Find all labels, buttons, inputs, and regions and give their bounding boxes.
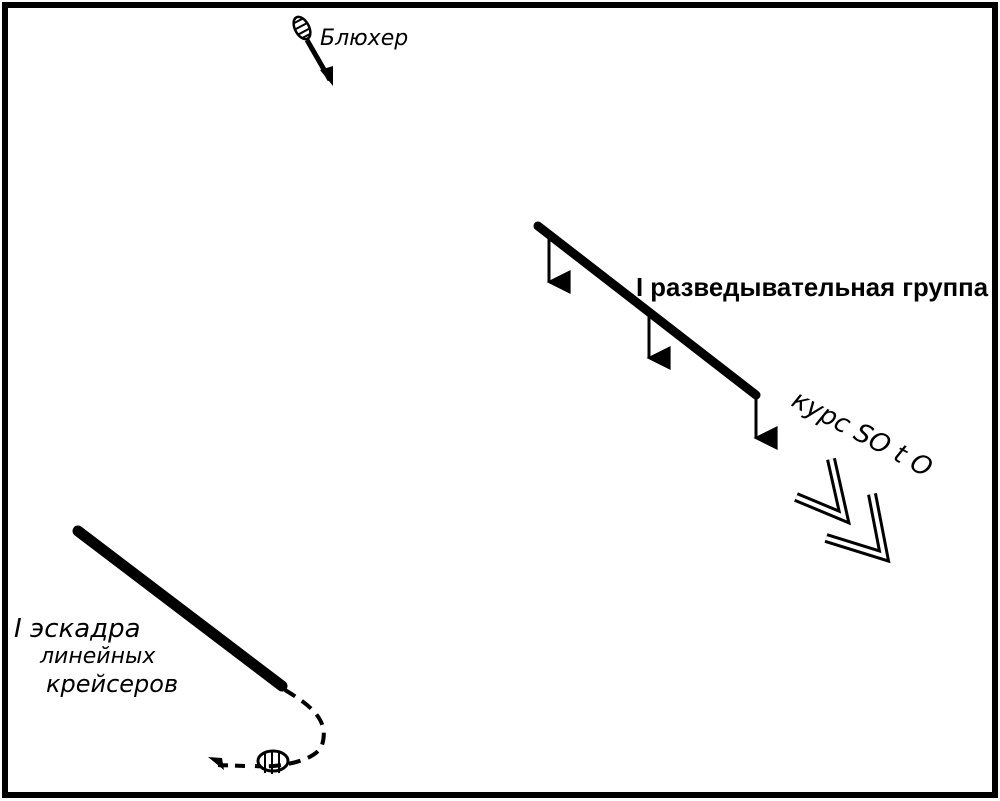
squadron-line bbox=[72, 525, 326, 770]
squadron-label-line3: крейсеров bbox=[46, 670, 178, 698]
chevron-icon bbox=[824, 493, 891, 564]
bluecher-label: Блюхер bbox=[320, 26, 408, 51]
recon-group-label: I разведывательная группа bbox=[636, 272, 989, 302]
ship-symbol-icon bbox=[256, 749, 290, 774]
bluecher-ship-icon bbox=[292, 15, 333, 86]
squadron-label-line2: линейных bbox=[39, 644, 156, 669]
chevron-icon bbox=[794, 457, 851, 526]
recon-group-line bbox=[533, 221, 778, 450]
squadron-label-line1: I эскадра bbox=[14, 614, 141, 644]
